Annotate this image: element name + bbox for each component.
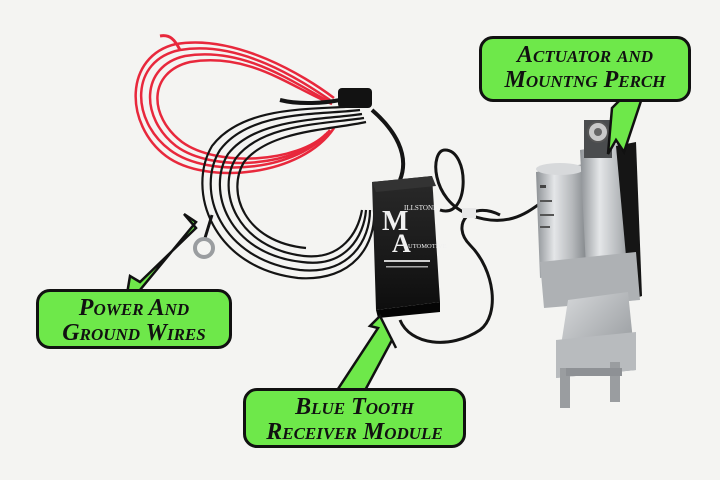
logo-bottom-text: UTOMOTIVE — [408, 243, 447, 250]
black-wire — [201, 104, 406, 280]
callout-power: Power And Ground Wires — [36, 289, 232, 349]
module-logo: M ILLSTONE A UTOMOTIVE — [382, 204, 447, 268]
callout-bluetooth-line1: Blue Tooth — [295, 394, 414, 420]
callout-actuator: Actuator and Mountng Perch — [479, 36, 691, 102]
ring-terminal — [193, 214, 215, 259]
logo-top-text: ILLSTONE — [404, 204, 437, 212]
red-wire — [134, 34, 336, 175]
callout-power-line2: Ground Wires — [62, 320, 206, 347]
mounting-perch — [556, 292, 636, 408]
logo-letter-a: A — [392, 229, 411, 258]
actuator-cable — [398, 148, 546, 344]
callout-actuator-line1: Actuator and — [517, 42, 653, 68]
callout-actuator-line2: Mountng Perch — [504, 67, 666, 94]
bluetooth-module — [372, 176, 440, 318]
fuse-holder — [279, 88, 372, 108]
callout-bluetooth: Blue Tooth Receiver Module — [243, 388, 466, 448]
callout-power-line1: Power And — [78, 295, 190, 321]
callout-bluetooth-line2: Receiver Module — [266, 419, 443, 446]
logo-letter-m: M — [382, 206, 408, 237]
